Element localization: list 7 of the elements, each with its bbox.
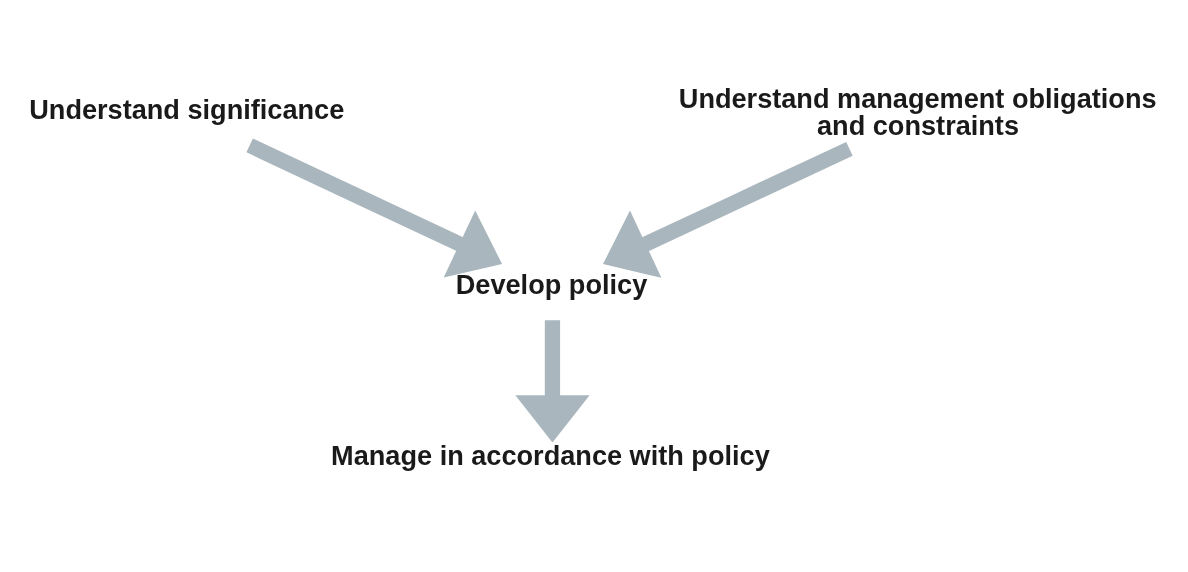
node-text: Develop policy xyxy=(455,269,648,301)
node-text: Manage in accordance with policy xyxy=(331,440,770,472)
arrow xyxy=(515,320,590,443)
node-text: Understand significance xyxy=(29,94,345,126)
arrow xyxy=(246,138,503,278)
node-text: Understand management obligations and constraints xyxy=(678,82,1157,141)
arrow xyxy=(603,141,853,278)
